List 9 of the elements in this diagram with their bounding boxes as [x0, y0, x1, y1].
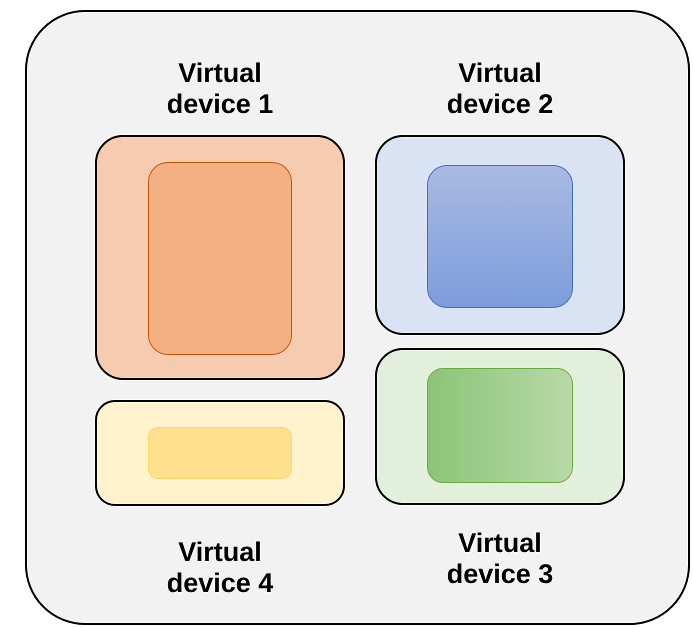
inner-block [427, 165, 573, 308]
device-title: Virtual device 2 [446, 58, 554, 120]
inner-block [148, 427, 292, 479]
inner-block [427, 368, 573, 483]
device-title: Virtual device 4 [166, 537, 274, 599]
device-title: Virtual device 1 [166, 58, 274, 120]
device-title: Virtual device 3 [446, 528, 554, 590]
outer-panel [25, 10, 690, 625]
inner-block [148, 162, 292, 355]
